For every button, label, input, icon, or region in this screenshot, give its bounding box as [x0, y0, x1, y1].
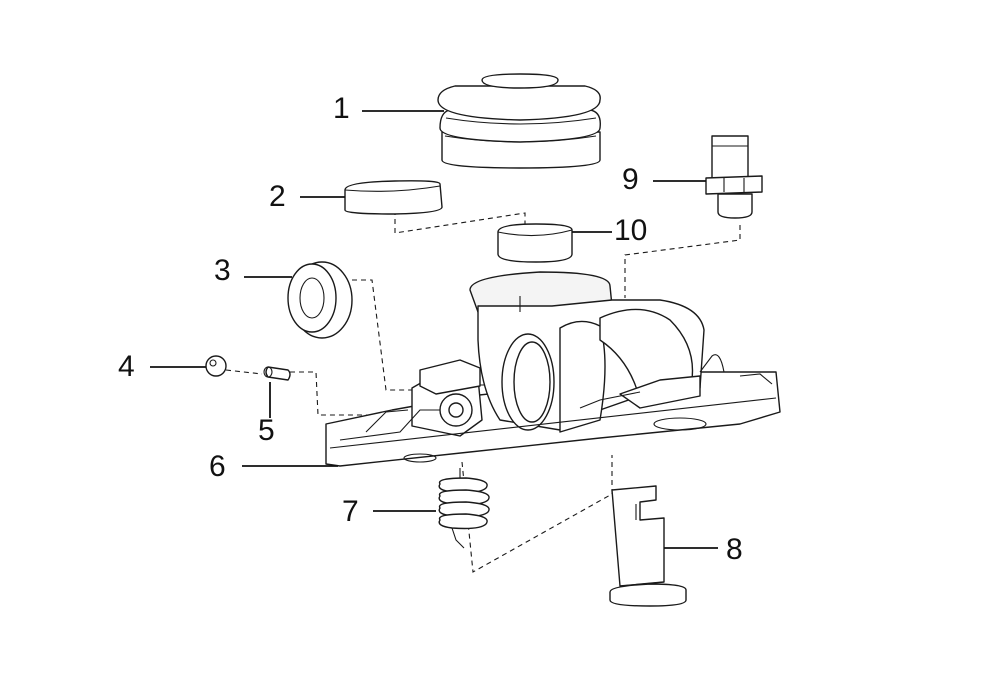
- part-5-pin: [263, 366, 291, 381]
- part-6-housing: [325, 271, 781, 467]
- callout-2: 2: [269, 180, 286, 213]
- callout-numbers: 1 2 3 4 5 6 7 8 9 10: [118, 92, 743, 566]
- callout-3: 3: [214, 254, 231, 287]
- part-3-oil-seal: [287, 261, 353, 339]
- callout-8: 8: [726, 533, 743, 566]
- callout-9: 9: [622, 163, 639, 196]
- callout-4: 4: [118, 350, 135, 383]
- part-7-spring: [438, 468, 490, 549]
- part-9-fitting: [705, 135, 763, 219]
- callout-5: 5: [258, 414, 275, 447]
- part-2-ring: [344, 180, 443, 215]
- part-10-sleeve: [497, 223, 573, 263]
- callout-leaders: [150, 110, 718, 549]
- part-8-lever-shaft: [609, 485, 687, 607]
- callout-7: 7: [342, 495, 359, 528]
- part-4-ball: [205, 355, 227, 377]
- callout-1: 1: [333, 92, 350, 125]
- callout-6: 6: [209, 450, 226, 483]
- part-1-pulley-cap: [437, 73, 601, 169]
- callout-10: 10: [614, 214, 647, 247]
